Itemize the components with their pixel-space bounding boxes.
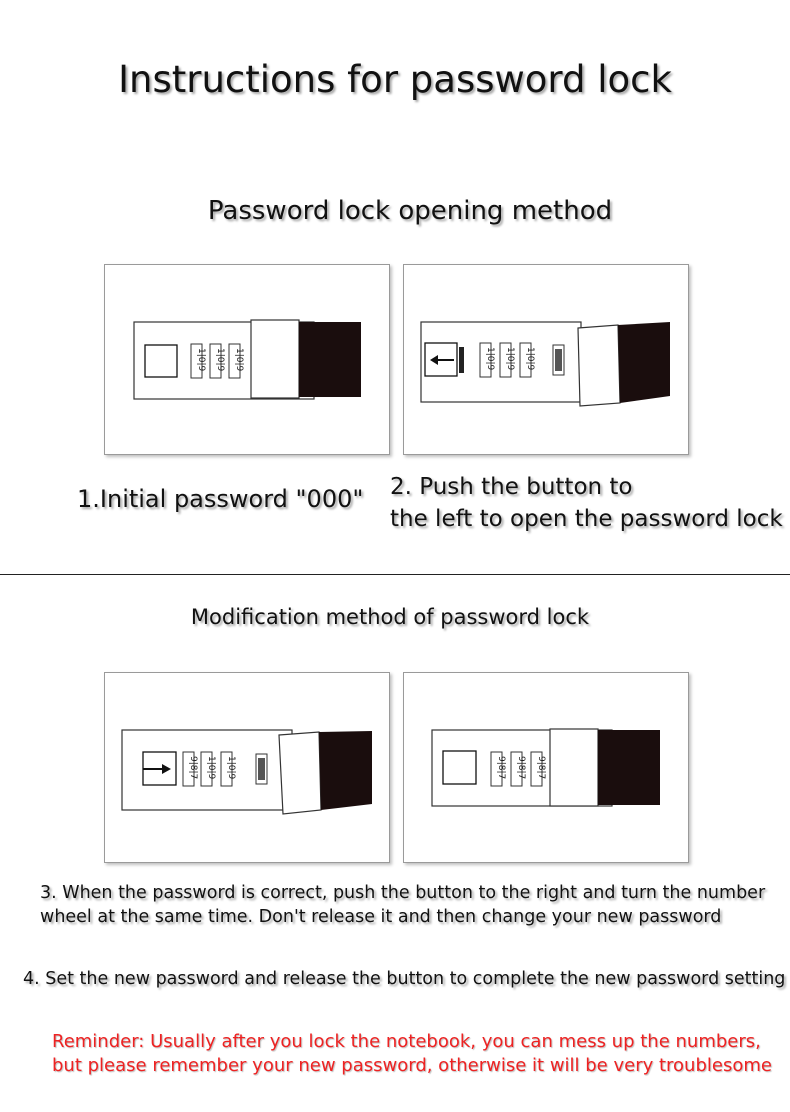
reminder-line2: but please remember your new password, o… bbox=[52, 1055, 772, 1076]
number-wheel: 1|0|9 bbox=[519, 342, 535, 378]
step2-caption-line2: the left to open the password lock bbox=[390, 506, 783, 532]
wheel-digits: 9|8|7 bbox=[188, 756, 198, 779]
number-wheel: 1|0|9 bbox=[220, 751, 236, 787]
lock-new-password-illustration: 9|8|7 9|8|7 9|8|7 bbox=[431, 728, 660, 807]
lock-figure-push-left: 1|0|9 1|0|9 1|0|9 bbox=[403, 264, 689, 455]
wheel-digits: 1|0|9 bbox=[226, 756, 236, 780]
number-wheel: 9|8|7 bbox=[182, 751, 198, 787]
wheel-digits: 1|0|9 bbox=[234, 348, 244, 372]
lock-push-left-illustration: 1|0|9 1|0|9 1|0|9 bbox=[420, 321, 670, 407]
wheel-digits: 1|0|9 bbox=[196, 348, 206, 372]
number-wheel: 1|0|9 bbox=[228, 343, 244, 379]
right-arrow-icon bbox=[143, 764, 171, 774]
step3-text-line1: 3. When the password is correct, push th… bbox=[40, 883, 766, 903]
wheel-digits: 1|0|9 bbox=[215, 348, 225, 372]
lock-figure-push-right: 9|8|7 1|0|9 1|0|9 bbox=[104, 672, 390, 863]
section-divider bbox=[0, 574, 790, 575]
wheel-digits: 1|0|9 bbox=[505, 347, 515, 371]
left-arrow-icon bbox=[430, 355, 454, 365]
lock-initial-illustration: 1|0|9 1|0|9 1|0|9 bbox=[133, 319, 361, 400]
step2-caption-line1: 2. Push the button to bbox=[390, 474, 633, 500]
number-wheel: 9|8|7 bbox=[510, 751, 526, 787]
wheel-digits: 9|8|7 bbox=[516, 756, 526, 779]
number-wheel: 1|0|9 bbox=[499, 342, 515, 378]
number-wheel: 1|0|9 bbox=[479, 342, 495, 378]
step4-text: 4. Set the new password and release the … bbox=[23, 969, 786, 989]
step3-text-line2: wheel at the same time. Don't release it… bbox=[40, 907, 722, 927]
page-title: Instructions for password lock bbox=[118, 58, 672, 101]
number-wheel: 9|8|7 bbox=[490, 751, 506, 787]
number-wheel: 1|0|9 bbox=[209, 343, 225, 379]
step1-caption: 1.Initial password "000" bbox=[77, 485, 364, 513]
number-wheel: 1|0|9 bbox=[190, 343, 206, 379]
number-wheel: 9|8|7 bbox=[530, 751, 546, 787]
opening-method-heading: Password lock opening method bbox=[207, 196, 613, 226]
wheel-digits: 1|0|9 bbox=[525, 347, 535, 371]
wheel-digits: 1|0|9 bbox=[206, 756, 216, 780]
lock-push-right-illustration: 9|8|7 1|0|9 1|0|9 bbox=[121, 729, 372, 815]
wheel-digits: 1|0|9 bbox=[485, 347, 495, 371]
modification-method-heading: Modification method of password lock bbox=[190, 605, 590, 629]
lock-figure-new-password: 9|8|7 9|8|7 9|8|7 bbox=[403, 672, 689, 863]
lock-figure-initial: 1|0|9 1|0|9 1|0|9 bbox=[104, 264, 390, 455]
number-wheel: 1|0|9 bbox=[200, 751, 216, 787]
reminder-line1: Reminder: Usually after you lock the not… bbox=[52, 1031, 761, 1052]
wheel-digits: 9|8|7 bbox=[536, 756, 546, 779]
wheel-digits: 9|8|7 bbox=[496, 756, 506, 779]
